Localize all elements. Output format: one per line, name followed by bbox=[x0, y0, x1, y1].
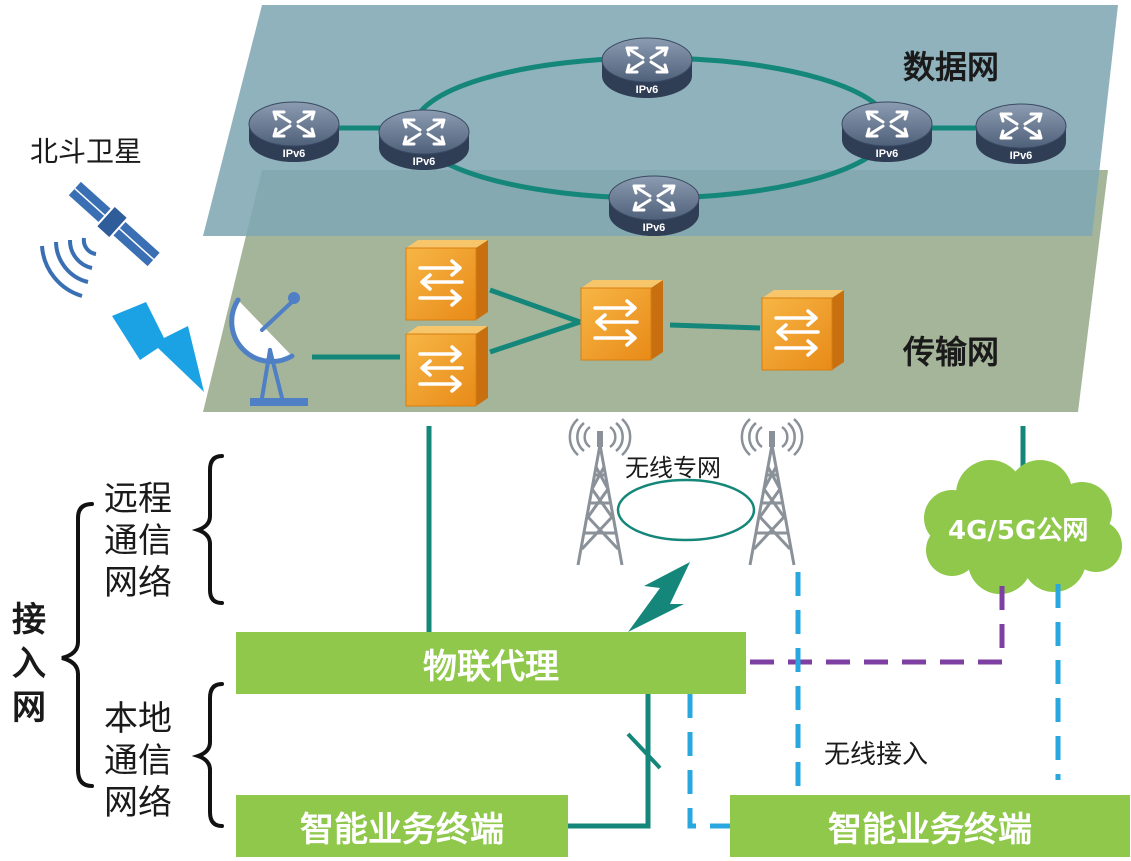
wireless-private-network-label: 无线专网 bbox=[625, 454, 721, 482]
public-network-label: 4G/5G公网 bbox=[948, 516, 1089, 546]
ipv6-label: IPv6 bbox=[1010, 150, 1033, 162]
link-break-mark bbox=[626, 732, 662, 770]
smart-terminal-right[interactable]: 智能业务终端 bbox=[730, 795, 1130, 857]
remote-network-label: 远程通信网络 bbox=[104, 479, 172, 603]
switch-icon bbox=[404, 324, 490, 408]
ipv6-label: IPv6 bbox=[413, 156, 436, 168]
ipv6-label: IPv6 bbox=[876, 148, 899, 160]
radio-tower-icon bbox=[568, 417, 632, 567]
switch-icon bbox=[579, 278, 665, 362]
purple-dashed-link bbox=[750, 580, 1005, 665]
blue-dashed-link bbox=[687, 694, 730, 829]
satellite-icon bbox=[40, 181, 160, 298]
iot-agent-box[interactable]: 物联代理 bbox=[236, 632, 746, 694]
switch-icon bbox=[760, 288, 846, 372]
brace-icon bbox=[61, 454, 224, 828]
transport-links bbox=[312, 287, 761, 360]
ipv6-label: IPv6 bbox=[643, 222, 666, 234]
wireless-access-label: 无线接入 bbox=[824, 740, 929, 770]
lightning-icon bbox=[628, 562, 690, 632]
access-network-label: 接入网 bbox=[12, 600, 46, 728]
smart-terminal-left[interactable]: 智能业务终端 bbox=[236, 795, 568, 857]
radio-tower-icon bbox=[740, 417, 804, 567]
satellite-dish-icon bbox=[229, 292, 308, 406]
data-plane bbox=[203, 5, 1118, 236]
ipv6-label: IPv6 bbox=[636, 84, 659, 96]
data-network-label: 数据网 bbox=[903, 48, 1000, 86]
beidou-satellite-label: 北斗卫星 bbox=[30, 135, 143, 168]
local-network-label: 本地通信网络 bbox=[104, 699, 172, 823]
switch-icon bbox=[404, 238, 490, 322]
local-wired-link bbox=[568, 694, 651, 829]
lightning-icon bbox=[112, 302, 204, 392]
transport-network-label: 传输网 bbox=[903, 333, 1000, 371]
ipv6-label: IPv6 bbox=[283, 148, 306, 160]
wireless-private-ring bbox=[616, 478, 756, 542]
cloud-icon bbox=[924, 460, 1122, 594]
